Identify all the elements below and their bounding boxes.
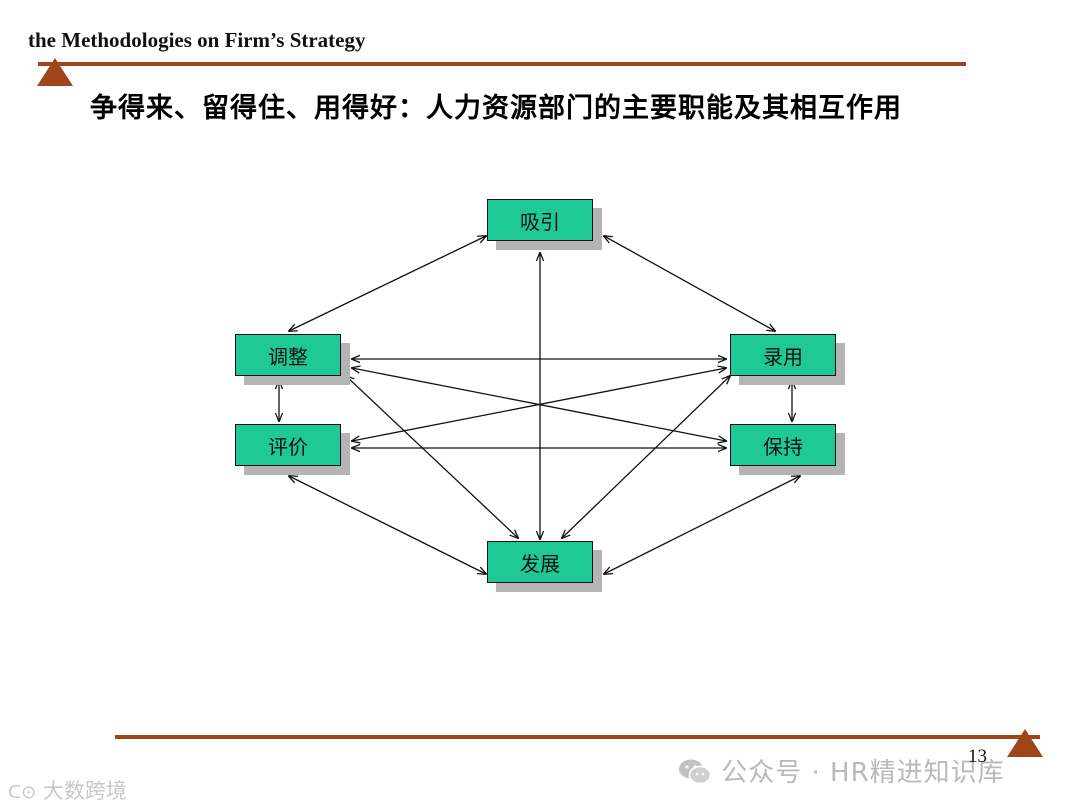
node-adjust-label: 调整 [235, 334, 341, 376]
watermark-right-text: 公众号 · HR精进知识库 [721, 758, 1005, 788]
arrow-adjust-develop [346, 376, 518, 538]
wechat-icon [678, 758, 712, 786]
watermark-wechat: 公众号 · HR精进知识库 [678, 752, 1005, 789]
bottom-rule [115, 735, 1040, 739]
node-adjust: 调整 [235, 334, 350, 385]
node-evaluate-label: 评价 [235, 424, 341, 466]
node-attract-label: 吸引 [487, 199, 593, 241]
page-number: 13 [968, 746, 987, 767]
top-rule [38, 62, 966, 66]
arrow-retain-develop [604, 476, 800, 574]
page-title: 争得来、留得住、用得好：人力资源部门的主要职能及其相互作用 [90, 93, 902, 124]
node-retain-label: 保持 [730, 424, 836, 466]
arrow-attract-adjust [289, 236, 486, 331]
bottom-triangle-marker [1007, 729, 1043, 757]
watermark-left-text: 大数跨境 [42, 779, 127, 803]
watermark-logo: ᑕ⊙ 大数跨境 [8, 775, 127, 805]
node-develop: 发展 [487, 541, 602, 592]
node-hire: 录用 [730, 334, 845, 385]
node-evaluate: 评价 [235, 424, 350, 475]
node-develop-label: 发展 [487, 541, 593, 583]
node-hire-label: 录用 [730, 334, 836, 376]
header-text: the Methodologies on Firm’s Strategy [28, 28, 366, 52]
arrow-hire-develop [562, 376, 730, 538]
arrow-evaluate-develop [289, 476, 486, 574]
node-attract: 吸引 [487, 199, 602, 250]
logo-icon: ᑕ⊙ [8, 782, 37, 803]
arrow-attract-hire [604, 236, 775, 331]
node-retain: 保持 [730, 424, 845, 475]
